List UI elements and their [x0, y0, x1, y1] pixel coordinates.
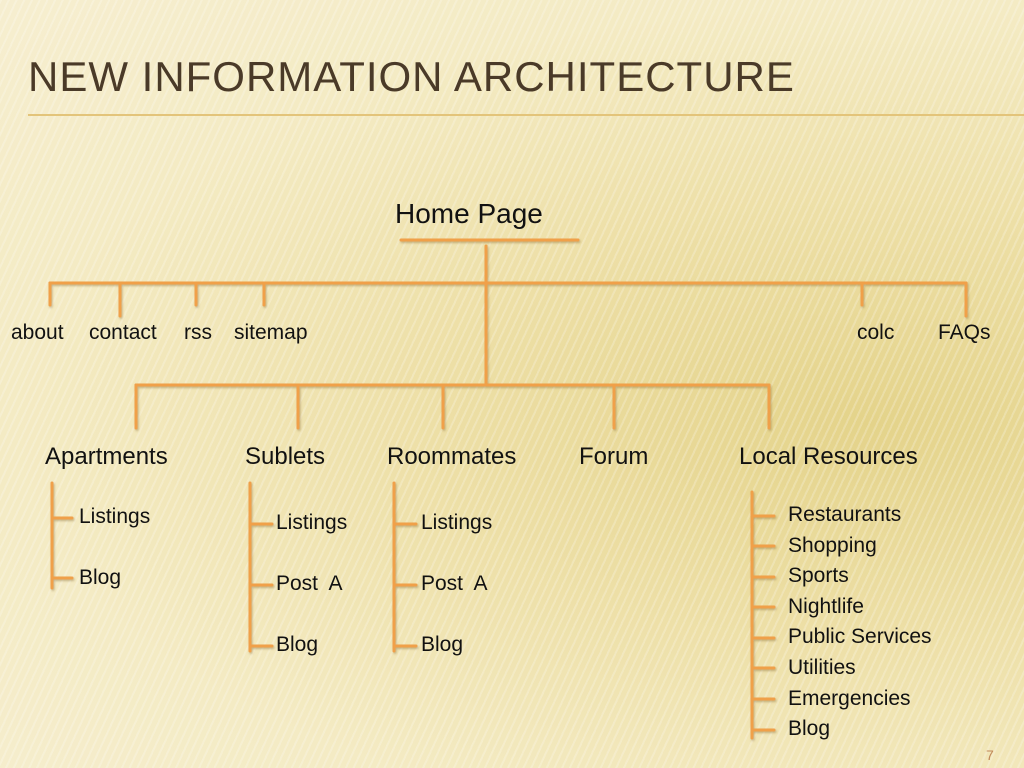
sitemap-node: sitemap: [234, 321, 308, 344]
public-services-node: Public Services: [788, 625, 932, 648]
utilities-node: Utilities: [788, 656, 856, 679]
slide-title: New Information Architecture: [28, 53, 795, 100]
local-resources-node: Local Resources: [739, 443, 918, 470]
nightlife-node: Nightlife: [788, 595, 864, 618]
apartments-node: Apartments: [45, 443, 168, 470]
sublets-blog-node: Blog: [276, 633, 319, 656]
shopping-node: Shopping: [788, 534, 877, 557]
home-page-node: Home Page: [395, 198, 543, 229]
apartments-blog-node: Blog: [79, 566, 122, 589]
sublets-listings-node: Listings: [276, 511, 348, 534]
colc-node: colc: [857, 321, 895, 344]
local-resources-blog-node: Blog: [788, 717, 831, 740]
sports-node: Sports: [788, 564, 849, 587]
apartments-listings-node: Listings: [79, 505, 151, 528]
about-node: about: [11, 321, 64, 344]
contact-node: contact: [89, 321, 157, 344]
faqs-node: FAQs: [938, 321, 991, 344]
page-number: 7: [986, 747, 994, 763]
roommates-node: Roommates: [387, 443, 517, 470]
forum-node: Forum: [579, 443, 649, 470]
title-underline: [28, 114, 1024, 116]
restaurants-node: Restaurants: [788, 503, 902, 526]
sublets-node: Sublets: [245, 443, 326, 470]
roommates-listings-node: Listings: [421, 511, 493, 534]
emergencies-node: Emergencies: [788, 687, 911, 710]
rss-node: rss: [184, 321, 212, 344]
roommates-post-node: Post A: [421, 572, 488, 595]
sublets-post-node: Post A: [276, 572, 343, 595]
roommates-blog-node: Blog: [421, 633, 464, 656]
